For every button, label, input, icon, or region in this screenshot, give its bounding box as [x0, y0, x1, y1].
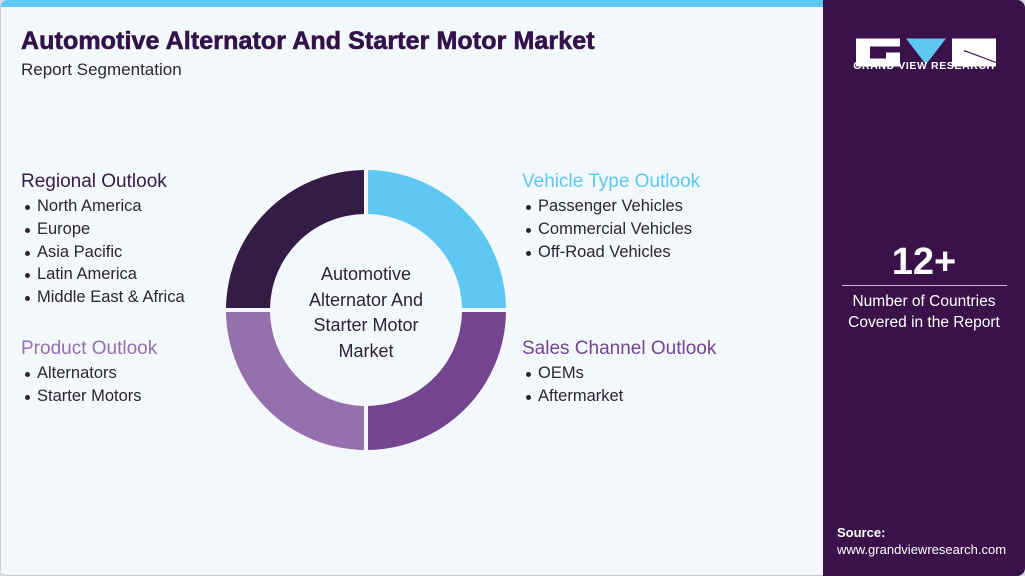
grand-view-research-logo-icon	[856, 38, 996, 67]
segmentation-donut-chart	[226, 170, 506, 450]
segment-regional-outlook: Regional Outlook North America Europe As…	[21, 170, 185, 309]
list-item: Commercial Vehicles	[522, 218, 700, 241]
countries-stat-value: 12+	[891, 241, 957, 283]
stat-label-line: Covered in the Report	[848, 314, 1000, 331]
donut-label-line: Market	[338, 340, 394, 361]
sidebar-panel: GRAND VIEW RESEARCH 12+ Number of Countr…	[823, 0, 1025, 576]
segment-vehicle-type-outlook: Vehicle Type Outlook Passenger Vehicles …	[522, 170, 700, 263]
list-item: North America	[21, 195, 185, 218]
segment-product-outlook: Product Outlook Alternators Starter Moto…	[21, 337, 157, 408]
list-item: Europe	[21, 218, 185, 241]
page-subtitle: Report Segmentation	[21, 60, 182, 79]
segment-list: North America Europe Asia Pacific Latin …	[21, 195, 185, 309]
list-item: Passenger Vehicles	[522, 195, 700, 218]
list-item: Starter Motors	[21, 385, 157, 408]
donut-center-label: Automotive Alternator And Starter Motor …	[277, 262, 455, 364]
stat-divider	[842, 285, 1007, 286]
list-item: Off-Road Vehicles	[522, 241, 700, 264]
source-label: Source:	[837, 525, 886, 540]
countries-stat-label: Number of Countries Covered in the Repor…	[823, 291, 1025, 333]
list-item: OEMs	[522, 362, 716, 385]
donut-segment-regional	[226, 170, 364, 308]
segment-title: Sales Channel Outlook	[522, 338, 717, 359]
brand-name: GRAND VIEW RESEARCH	[853, 60, 995, 72]
list-item: Aftermarket	[522, 385, 716, 408]
list-item: Latin America	[21, 263, 185, 286]
donut-label-line: Starter Motor	[313, 315, 419, 335]
segment-list: Alternators Starter Motors	[21, 362, 157, 408]
segment-list: OEMs Aftermarket	[522, 362, 716, 408]
segment-sales-channel-outlook: Sales Channel Outlook OEMs Aftermarket	[522, 337, 716, 408]
accent-top-bar	[1, 0, 823, 7]
segment-title: Product Outlook	[21, 338, 158, 359]
donut-label-line: Automotive	[320, 264, 412, 284]
source-url: www.grandviewresearch.com	[837, 542, 1007, 557]
list-item: Middle East & Africa	[21, 286, 185, 309]
list-item: Alternators	[21, 362, 157, 385]
donut-label-line: Alternator And	[308, 289, 424, 310]
donut-segment-vehicle-type	[368, 170, 506, 308]
donut-segment-sales-channel	[368, 312, 506, 450]
donut-segment-product	[226, 312, 364, 450]
segment-title: Regional Outlook	[21, 171, 167, 192]
stat-label-line: Number of Countries	[852, 293, 996, 310]
page-title: Automotive Alternator And Starter Motor …	[21, 27, 595, 56]
segmentation-panel: Automotive Alternator And Starter Motor …	[1, 0, 823, 574]
segment-list: Passenger Vehicles Commercial Vehicles O…	[522, 195, 700, 263]
segment-title: Vehicle Type Outlook	[522, 171, 701, 192]
list-item: Asia Pacific	[21, 241, 185, 264]
